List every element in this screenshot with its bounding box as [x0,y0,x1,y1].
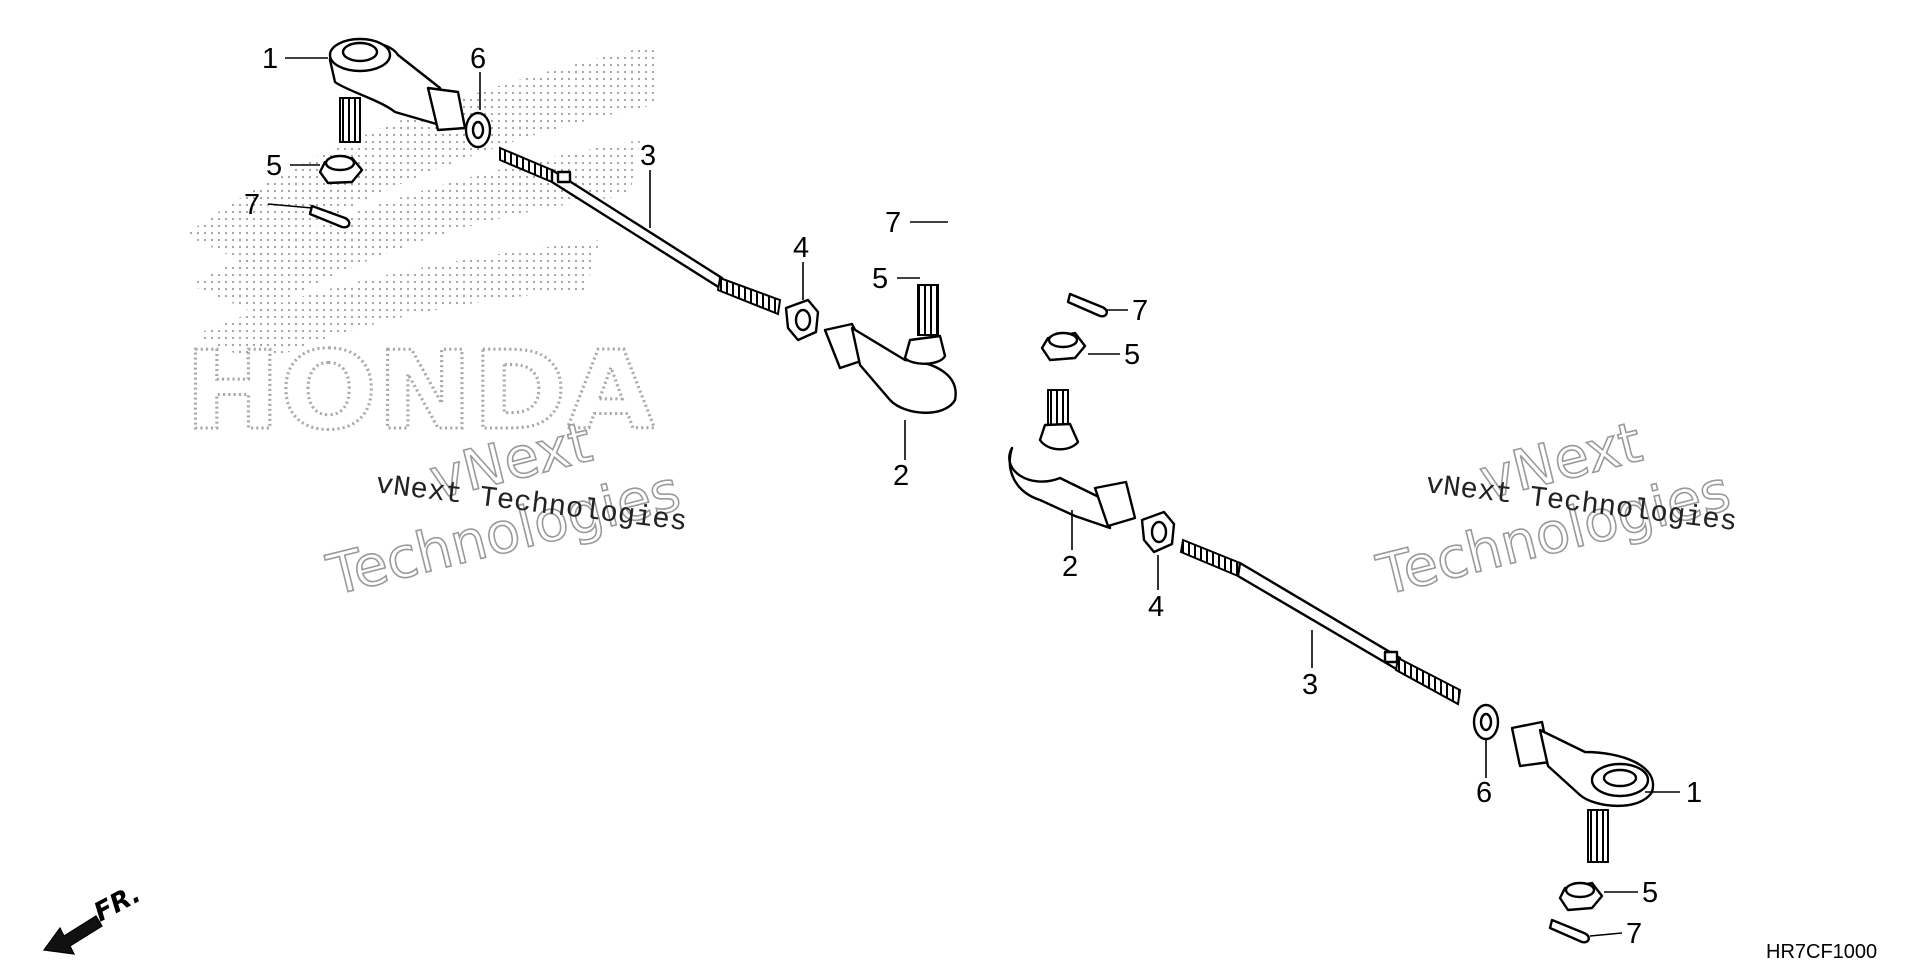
callout-3-left: 3 [640,140,656,172]
tie-rod-3-left [499,146,782,316]
callout-5-right: 5 [1124,339,1140,371]
callout-6-right: 6 [1476,777,1492,809]
callout-7-right-lower: 7 [1626,918,1642,950]
front-direction-indicator: FR. [42,879,146,955]
callout-7-left: 7 [244,189,260,221]
left-tie-rod-assembly [308,37,957,414]
nut-5-right-upper [1040,331,1087,362]
callout-6-left: 6 [470,43,486,75]
leader-lines [267,57,1680,937]
cotter-pin-7-right-lower [1548,918,1590,944]
nut-5-left [318,154,364,185]
tie-rod-end-1-left [328,37,467,143]
right-tie-rod-assembly [1008,292,1655,944]
callout-1-right: 1 [1686,777,1702,809]
honda-wing-logo: HONDA [184,45,657,456]
nut-4-right [1140,510,1176,554]
tie-rod-end-2-right [1008,389,1137,530]
watermark-left: vNext Technologies vNext Technologies [320,409,689,610]
honda-logo-text: HONDA [185,329,655,454]
callout-4-left: 4 [793,232,809,264]
front-arrow-icon [42,915,103,955]
nut-4-left [784,298,820,342]
washer-6-right [1472,703,1500,741]
callout-5-mid: 5 [872,263,888,295]
tie-rod-end-1-right [1510,720,1655,863]
callout-4-right: 4 [1148,591,1164,623]
washer-6-left [464,111,492,149]
callout-7-mid: 7 [885,207,901,239]
callout-5-left: 5 [266,150,282,182]
tie-rod-end-2-left [823,284,957,414]
callout-2-left: 2 [893,460,909,492]
callouts: 1 6 5 7 3 4 7 5 2 7 5 2 4 3 6 1 5 7 [244,43,1702,950]
callout-3-right: 3 [1302,669,1318,701]
callout-5-right-lower: 5 [1642,877,1658,909]
diagram-code: HR7CF1000 [1766,941,1877,960]
cotter-pin-7-right-upper [1066,292,1108,318]
nut-5-right-lower [1558,881,1604,912]
callout-2-right: 2 [1062,551,1078,583]
callout-1-left: 1 [262,43,278,75]
cotter-pin-7-left [308,204,351,229]
tie-rod-3-right [1179,538,1462,706]
callout-7-right: 7 [1132,295,1148,327]
watermark-right: vNext Technologies vNext Technologies [1370,409,1739,610]
